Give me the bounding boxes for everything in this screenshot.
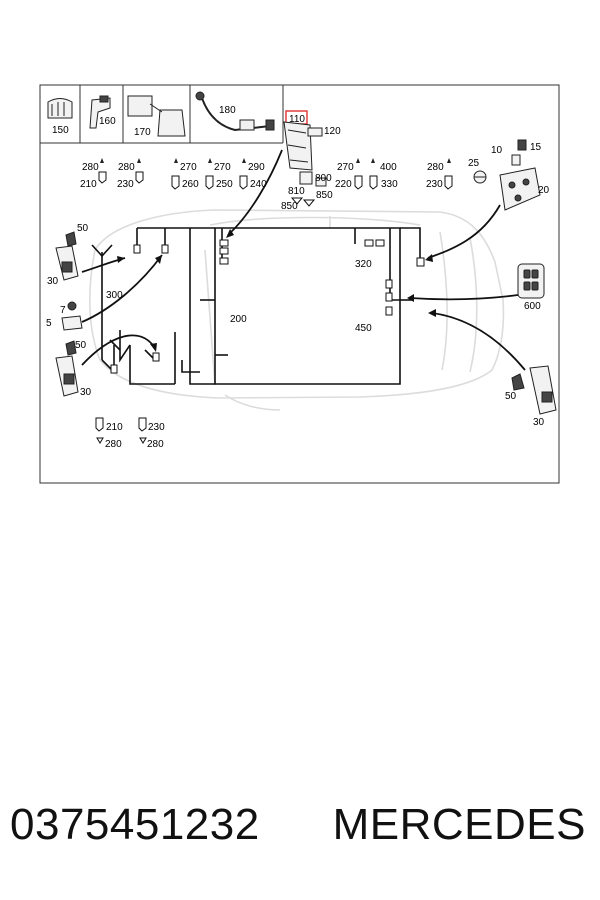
callout-30: 30 — [80, 387, 92, 398]
callout-50: 50 — [75, 340, 87, 351]
part-number: 0375451232 — [10, 800, 260, 849]
callout-50: 50 — [77, 223, 89, 234]
harness-wires — [91, 227, 421, 385]
callout-330: 330 — [381, 179, 398, 190]
callout-260: 260 — [182, 179, 199, 190]
callout-220: 220 — [335, 179, 352, 190]
callout-7: 7 — [60, 305, 66, 316]
connector-600 — [517, 263, 545, 299]
brand-name: MERCEDES — [332, 800, 586, 849]
callout-240: 240 — [250, 179, 267, 190]
harness-connectors — [110, 239, 425, 374]
callout-labels: 150 160 170 180 110 120 280 210 280 230 … — [46, 105, 550, 450]
callout-200: 200 — [230, 314, 247, 325]
callout-15: 15 — [530, 142, 542, 153]
callout-600: 600 — [524, 301, 541, 312]
callout-290: 290 — [248, 162, 265, 173]
callout-120: 120 — [324, 126, 341, 137]
terminal-icons-bottom — [95, 417, 147, 444]
product-footer: 0375451232 MERCEDES — [0, 800, 600, 860]
callout-30: 30 — [47, 276, 59, 287]
part-170-drawing — [127, 95, 186, 137]
callout-210: 210 — [106, 422, 123, 433]
callout-810: 810 — [288, 186, 305, 197]
car-outline — [89, 209, 505, 411]
callout-400: 400 — [380, 162, 397, 173]
bracket-part-right — [473, 139, 541, 211]
callout-110: 110 — [289, 114, 305, 125]
callout-150: 150 — [52, 125, 69, 136]
part-180-drawing — [195, 91, 275, 132]
callout-300: 300 — [106, 290, 123, 301]
callout-850: 850 — [281, 201, 298, 212]
callout-10: 10 — [491, 145, 503, 156]
part-110-module — [283, 110, 327, 207]
callout-180: 180 — [219, 105, 236, 116]
callout-320: 320 — [355, 259, 372, 270]
part-150-drawing — [47, 98, 73, 119]
callout-230: 230 — [117, 179, 134, 190]
callout-280: 280 — [147, 439, 164, 450]
callout-210: 210 — [80, 179, 97, 190]
callout-850: 850 — [316, 190, 333, 201]
callout-160: 160 — [99, 116, 116, 127]
callout-280: 280 — [82, 162, 99, 173]
callout-270: 270 — [337, 162, 354, 173]
left-clip-part — [61, 301, 83, 331]
callout-20: 20 — [538, 185, 550, 196]
callout-800: 800 — [315, 173, 332, 184]
callout-280: 280 — [427, 162, 444, 173]
callout-270: 270 — [214, 162, 231, 173]
callout-50: 50 — [505, 391, 517, 402]
left-sensor-lower — [55, 340, 79, 397]
callout-170: 170 — [134, 127, 151, 138]
callout-250: 250 — [216, 179, 233, 190]
callout-450: 450 — [355, 323, 372, 334]
callout-30: 30 — [533, 417, 545, 428]
part-160-drawing — [89, 95, 111, 129]
right-sensor-lower — [511, 365, 557, 415]
callout-280: 280 — [118, 162, 135, 173]
callout-230: 230 — [148, 422, 165, 433]
left-sensor-upper — [55, 231, 79, 281]
callout-5: 5 — [46, 318, 52, 329]
callout-280: 280 — [105, 439, 122, 450]
callout-25: 25 — [468, 158, 480, 169]
callout-270: 270 — [180, 162, 197, 173]
terminal-icons-top — [98, 158, 453, 190]
callout-230: 230 — [426, 179, 443, 190]
pointer-arrows — [81, 149, 526, 371]
